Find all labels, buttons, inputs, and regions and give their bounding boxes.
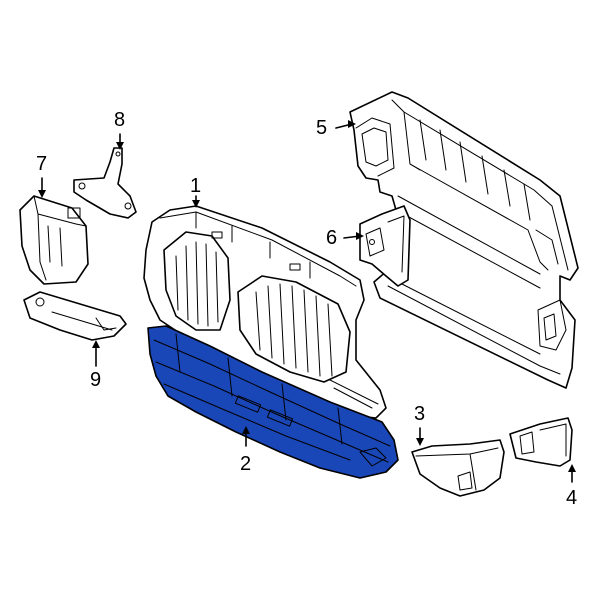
leader-lines: [38, 120, 576, 483]
part-8-mounting-bracket[interactable]: [73, 147, 137, 219]
callout-8: 8: [114, 109, 125, 131]
callout-4: 4: [566, 487, 577, 509]
part-1-grille-frame[interactable]: [143, 205, 387, 419]
callout-5: 5: [316, 117, 327, 139]
part-5-radiator-support-frame[interactable]: [349, 91, 579, 389]
part-4-corner-bracket[interactable]: [509, 417, 573, 467]
part-7-air-duct[interactable]: [19, 195, 89, 285]
callout-labels: 1 2 3 4 5 6 7 8 9: [36, 109, 577, 509]
callout-2: 2: [240, 453, 251, 475]
callout-7: 7: [36, 153, 47, 175]
callout-1: 1: [190, 175, 201, 197]
part-6-side-bracket[interactable]: [359, 205, 411, 287]
callout-9: 9: [90, 369, 101, 391]
part-2-lower-air-deflector[interactable]: [147, 325, 399, 479]
callout-3: 3: [414, 403, 425, 425]
part-3-right-bracket[interactable]: [411, 439, 505, 497]
callout-6: 6: [326, 227, 337, 249]
part-9-lower-support-plate[interactable]: [23, 291, 127, 341]
